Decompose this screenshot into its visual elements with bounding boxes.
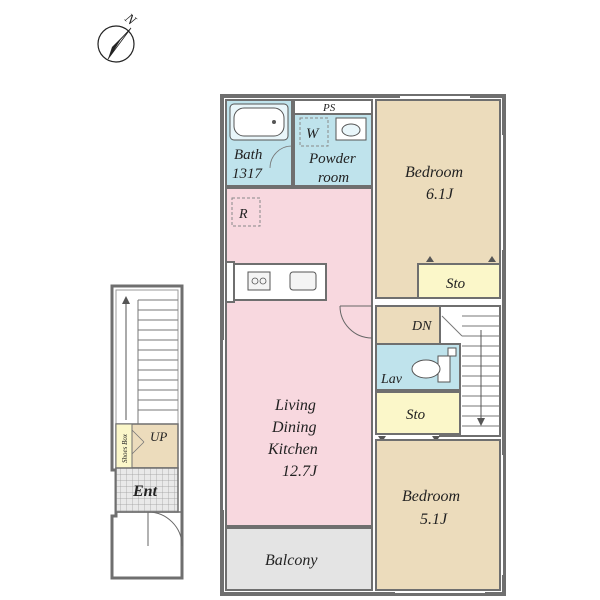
bedroom-1-label-line1: Bedroom	[405, 164, 463, 181]
bedroom-2-label-line1: Bedroom	[402, 488, 460, 505]
entrance-block: Shoes Box UP Ent	[110, 284, 184, 580]
up-stair-treads	[137, 299, 178, 424]
washer-space	[299, 117, 329, 147]
storage-1	[417, 263, 501, 299]
bedroom-1-label-line2: 6.1J	[426, 186, 454, 203]
ldk-label-line1: Living	[274, 397, 316, 414]
bath-label-line1: Bath	[234, 147, 262, 163]
bath-door-icon	[269, 145, 293, 169]
stair-arrowhead-icon	[477, 418, 485, 426]
entrance-floor	[115, 467, 179, 513]
bedroom-2-label-line2: 5.1J	[420, 511, 448, 528]
powder-label-line2: room	[318, 170, 349, 186]
ps-label: PS	[322, 102, 336, 114]
bathtub-basin-icon	[233, 107, 285, 137]
sink-basin-icon	[341, 123, 361, 137]
storage-2-label: Sto	[406, 407, 426, 423]
washer-label: W	[306, 126, 320, 142]
entrance-label: Ent	[132, 483, 158, 500]
stove-burner-icon	[251, 277, 259, 285]
compass: N	[97, 11, 139, 63]
toilet-bowl-icon	[411, 359, 441, 379]
storage-1-door-marker-icon	[426, 256, 434, 262]
refrigerator-space	[231, 197, 261, 227]
storage-1-label: Sto	[446, 276, 466, 292]
dn-landing	[375, 305, 441, 345]
ldk-room	[225, 187, 373, 527]
compass-needle-tail-icon	[107, 27, 132, 60]
stove-icon	[247, 271, 271, 291]
stove-burner-icon-2	[259, 277, 267, 285]
ldk-label-line2: Dining	[271, 419, 316, 436]
bath-label-line2: 1317	[232, 166, 264, 182]
ldk-door-icon	[339, 305, 373, 339]
storage-1-door-marker-icon-2	[488, 256, 496, 262]
bedroom-2	[375, 439, 501, 591]
kitchen-sink-icon	[289, 271, 317, 291]
storage-2	[375, 391, 461, 435]
up-stair-arrowhead-icon	[122, 296, 130, 304]
kitchen-wall	[225, 261, 235, 303]
balcony-label: Balcony	[265, 552, 318, 569]
compass-label: N	[121, 11, 139, 30]
hand-wash-icon	[447, 347, 457, 357]
balcony	[225, 527, 373, 591]
shoes-box-door-icon	[131, 429, 145, 455]
lavatory-label: Lav	[380, 372, 403, 387]
shoes-box-label: Shoes Box	[121, 433, 129, 463]
ldk-label-line3: Kitchen	[267, 441, 318, 458]
dn-label: DN	[411, 319, 432, 334]
bathtub-drain-icon	[272, 120, 276, 124]
refrigerator-label: R	[238, 207, 248, 222]
powder-label-line1: Powder	[308, 151, 356, 167]
up-label: UP	[150, 429, 167, 444]
ldk-label-line4: 12.7J	[282, 463, 318, 480]
